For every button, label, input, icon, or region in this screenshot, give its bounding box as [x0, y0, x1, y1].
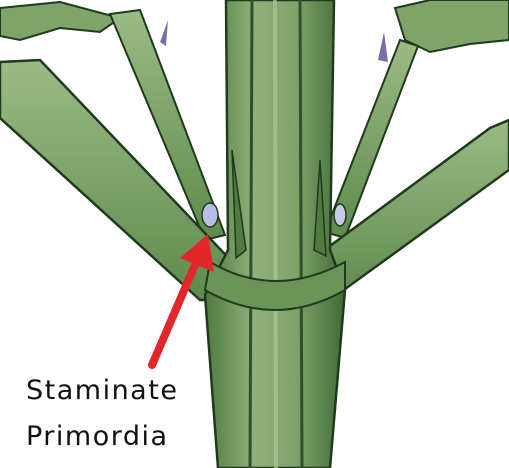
primordia-right [334, 204, 346, 226]
annotation-label: Staminate Primordia [26, 368, 178, 460]
primordia-left [202, 203, 218, 227]
annotation-line-1: Staminate [26, 368, 178, 414]
annotation-line-2: Primordia [26, 414, 178, 460]
leaf-top-left [0, 2, 120, 40]
